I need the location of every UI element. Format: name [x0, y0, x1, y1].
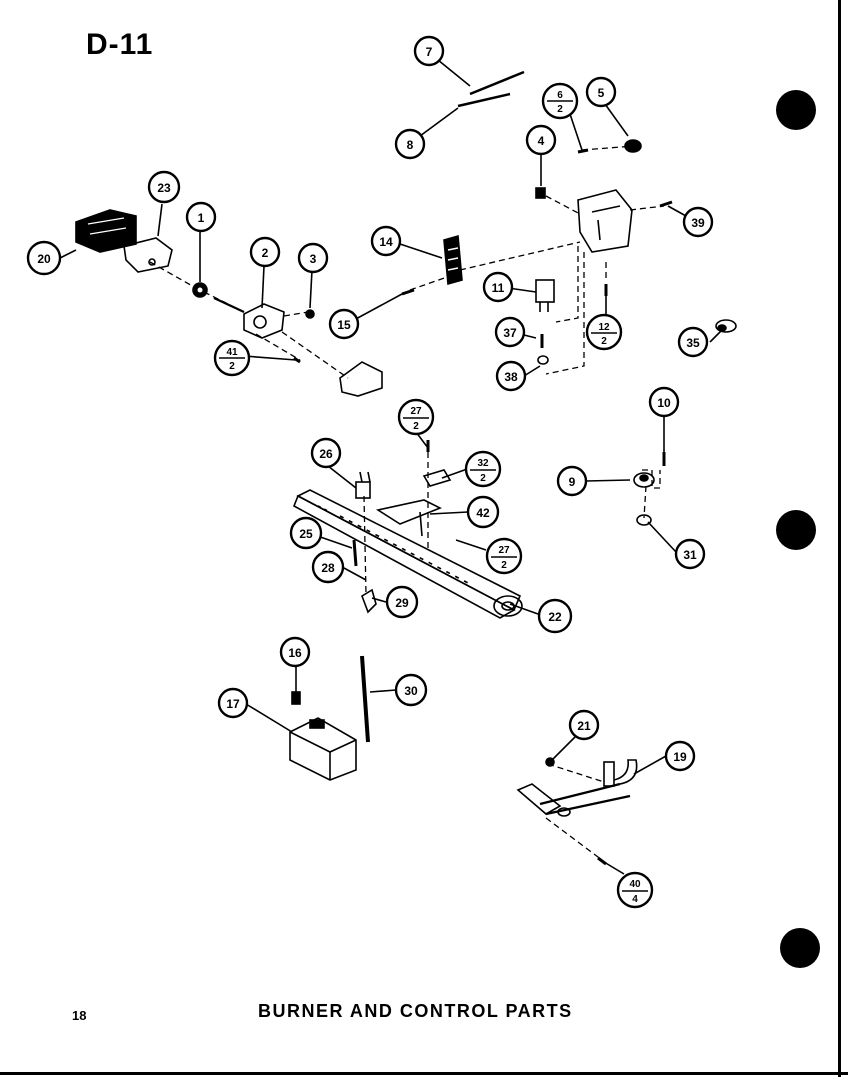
- callout-32-qty: 2: [480, 473, 486, 484]
- part-rod-8: [457, 92, 511, 108]
- part-screw-15: [401, 288, 415, 296]
- part-thermostat-17: [289, 717, 357, 781]
- page-edge-bottom: [0, 1072, 848, 1075]
- callout-29: 29: [395, 596, 409, 610]
- callout-27-lower: 27: [498, 545, 510, 556]
- part-screw-3: [305, 309, 315, 319]
- callout-10: 10: [657, 396, 671, 410]
- part-screw-40: [597, 856, 607, 866]
- part-valve-2: [213, 297, 285, 339]
- callout-42: 42: [476, 506, 490, 520]
- diagram-title: BURNER AND CONTROL PARTS: [258, 1001, 573, 1021]
- callout-35: 35: [686, 336, 700, 350]
- assembly-dashed-lines: [149, 145, 665, 861]
- callout-16: 16: [288, 646, 302, 660]
- callout-27-top: 27: [410, 406, 422, 417]
- part-terminal-14: [443, 234, 463, 286]
- callout-41: 41: [226, 347, 238, 358]
- callout-19: 19: [673, 750, 687, 764]
- callout-17: 17: [226, 697, 240, 711]
- callout-circles: [26, 35, 714, 909]
- part-nut-5: [624, 139, 642, 153]
- part-bracket-32: [422, 469, 452, 487]
- binder-hole-bottom: [780, 928, 820, 968]
- callout-7: 7: [426, 45, 433, 59]
- callout-30: 30: [404, 684, 418, 698]
- callout-26: 26: [319, 447, 333, 461]
- callout-27-top-qty: 2: [413, 421, 419, 432]
- callout-39: 39: [691, 216, 705, 230]
- callout-15: 15: [337, 318, 351, 332]
- callout-38: 38: [504, 370, 518, 384]
- part-screw-21: [545, 757, 555, 767]
- callout-6-qty: 2: [557, 104, 563, 115]
- callout-3: 3: [310, 252, 317, 266]
- part-control-bracket: [577, 189, 633, 253]
- callout-12: 12: [598, 322, 610, 333]
- callout-2: 2: [262, 246, 269, 260]
- callout-14: 14: [379, 235, 393, 249]
- part-cover-bracket: [339, 361, 383, 397]
- callout-21: 21: [577, 719, 591, 733]
- callout-23: 23: [157, 181, 171, 195]
- part-washer-1: [192, 282, 208, 298]
- callout-5: 5: [598, 86, 605, 100]
- part-clip-29: [361, 588, 377, 614]
- callout-9: 9: [569, 475, 576, 489]
- callout-4: 4: [538, 134, 545, 148]
- part-screw-41: [293, 356, 301, 364]
- callout-27-lower-qty: 2: [501, 560, 507, 571]
- page-code: D-11: [86, 28, 154, 61]
- callout-31: 31: [683, 548, 697, 562]
- callout-40-qty: 4: [632, 894, 638, 905]
- part-burner-22: [292, 489, 523, 619]
- callout-22: 22: [548, 610, 562, 624]
- part-tube-30: [360, 655, 370, 743]
- callout-1: 1: [198, 211, 205, 225]
- part-pin-25: [352, 539, 358, 567]
- part-nut-31: [636, 514, 652, 526]
- page-number: 18: [72, 1008, 87, 1023]
- part-screw-16: [291, 691, 301, 705]
- callout-40: 40: [629, 879, 641, 890]
- callout-37: 37: [503, 326, 517, 340]
- leader-lines: [59, 59, 723, 875]
- callout-8: 8: [407, 138, 414, 152]
- part-burner-tube-19: [516, 759, 638, 817]
- part-bracket-42: [375, 499, 442, 537]
- part-nut-38: [537, 355, 549, 365]
- part-screw-6: [577, 148, 589, 154]
- part-box-20: [75, 209, 137, 253]
- callout-25: 25: [299, 527, 313, 541]
- page-edge-right: [838, 0, 841, 1077]
- callout-28: 28: [321, 561, 335, 575]
- part-rod-7: [469, 70, 525, 96]
- part-screw-4: [535, 187, 546, 199]
- part-bracket-23: [123, 237, 173, 273]
- callout-20: 20: [37, 252, 51, 266]
- callout-41-qty: 2: [229, 361, 235, 372]
- part-screw-39: [659, 200, 673, 208]
- part-switch-11: [535, 279, 555, 312]
- callout-32: 32: [477, 458, 489, 469]
- part-fitting-9: [633, 472, 655, 488]
- part-electrode-26: [355, 471, 371, 499]
- callout-12-qty: 2: [601, 336, 607, 347]
- part-fitting-35: [715, 319, 737, 333]
- callout-6: 6: [557, 90, 563, 101]
- binder-hole-middle: [776, 510, 816, 550]
- binder-hole-top: [776, 90, 816, 130]
- callout-11: 11: [492, 281, 505, 295]
